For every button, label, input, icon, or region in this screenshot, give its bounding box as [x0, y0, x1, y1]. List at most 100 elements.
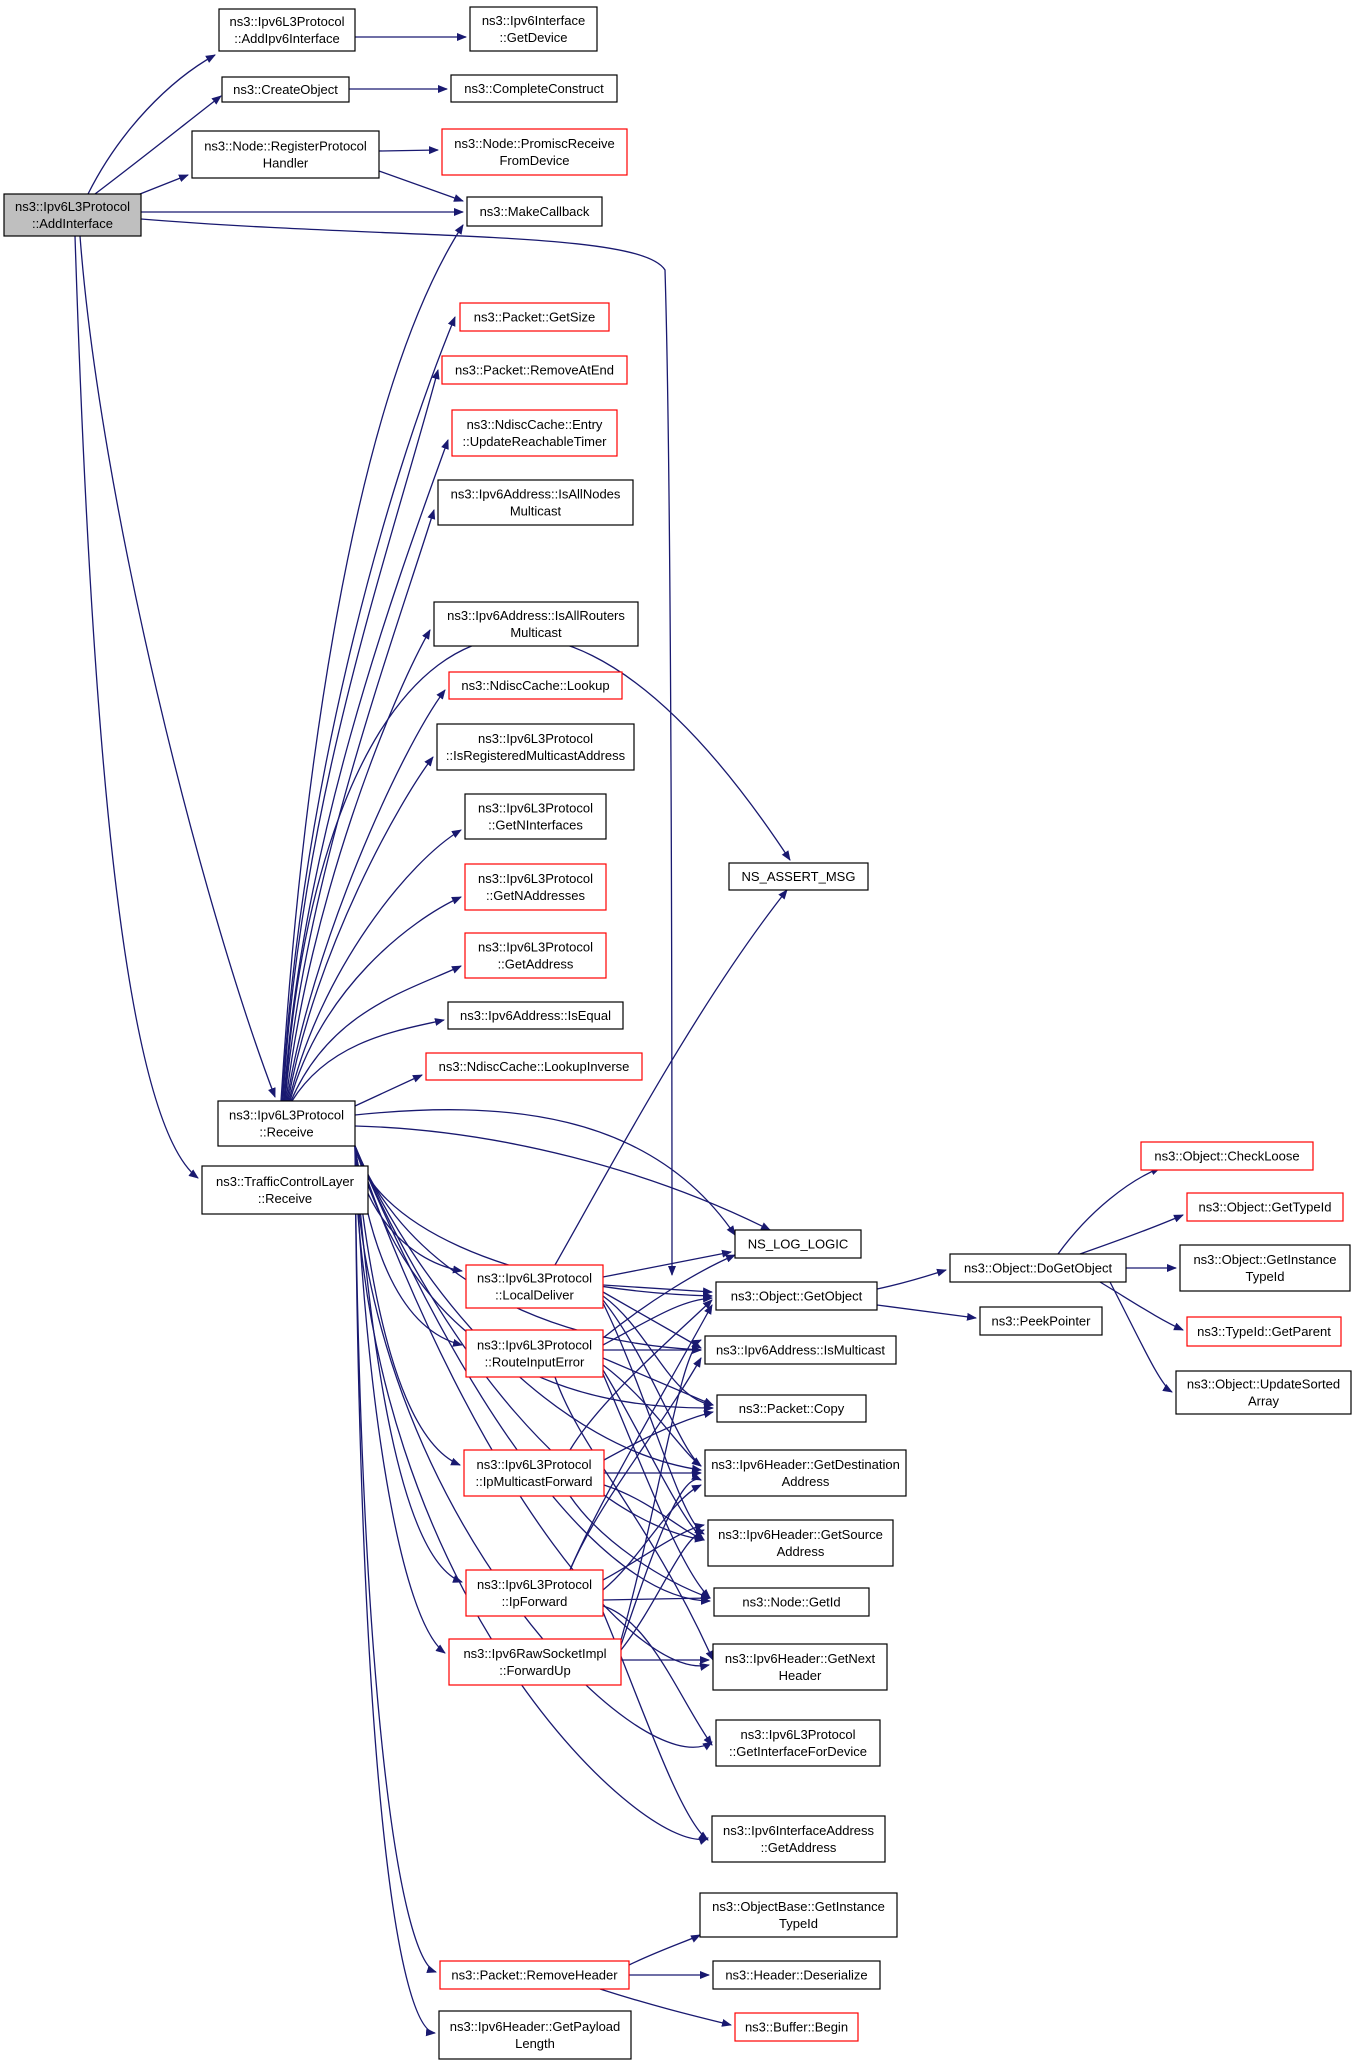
node-label: ns3::Packet::RemoveAtEnd: [455, 363, 614, 378]
call-edge: [354, 1145, 463, 1274]
node-complete-construct[interactable]: ns3::CompleteConstruct: [450, 74, 618, 103]
call-edge: [284, 636, 791, 1102]
node-label: ns3::Packet::Copy: [739, 1401, 845, 1416]
node-label: ::Receive: [259, 1125, 313, 1140]
call-edge: [354, 1145, 463, 1583]
node-is-multicast[interactable]: ns3::Ipv6Address::IsMulticast: [704, 1335, 897, 1365]
node-label: ns3::TypeId::GetParent: [1197, 1324, 1331, 1339]
node-tc-receive[interactable]: ns3::TrafficControlLayer::Receive: [201, 1165, 369, 1215]
node-iface-addr-get-address[interactable]: ns3::Ipv6InterfaceAddress::GetAddress: [711, 1815, 886, 1863]
node-create-object[interactable]: ns3::CreateObject: [221, 76, 350, 103]
node-type-id-get-parent[interactable]: ns3::TypeId::GetParent: [1186, 1316, 1342, 1347]
node-local-deliver[interactable]: ns3::Ipv6L3Protocol::LocalDeliver: [465, 1264, 604, 1309]
node-label: ns3::Ipv6RawSocketImpl: [463, 1646, 606, 1661]
node-frame: [712, 1960, 881, 1990]
node-label: ns3::Ipv6L3Protocol: [741, 1727, 856, 1742]
node-label: ns3::Packet::RemoveHeader: [451, 1968, 618, 1983]
node-get-address[interactable]: ns3::Ipv6L3Protocol::GetAddress: [464, 932, 607, 979]
node-ndisc-lookup[interactable]: ns3::NdiscCache::Lookup: [448, 671, 623, 700]
node-forward-up[interactable]: ns3::Ipv6RawSocketImpl::ForwardUp: [448, 1638, 622, 1686]
call-edge: [628, 1934, 701, 1966]
node-frame: [707, 1519, 894, 1567]
node-get-interface-for-device[interactable]: ns3::Ipv6L3Protocol::GetInterfaceForDevi…: [715, 1719, 881, 1767]
node-is-equal[interactable]: ns3::Ipv6Address::IsEqual: [447, 1001, 624, 1030]
node-get-n-addresses[interactable]: ns3::Ipv6L3Protocol::GetNAddresses: [464, 863, 607, 911]
node-ns-assert-msg[interactable]: NS_ASSERT_MSG: [728, 862, 869, 891]
node-label: ns3::Ipv6L3Protocol: [230, 14, 345, 29]
call-edge: [284, 509, 436, 1102]
node-ip-multicast-forward[interactable]: ns3::Ipv6L3Protocol::IpMulticastForward: [463, 1449, 605, 1497]
node-label: ns3::Packet::GetSize: [474, 310, 595, 325]
call-edge: [602, 1249, 732, 1278]
node-remove-header[interactable]: ns3::Packet::RemoveHeader: [439, 1960, 630, 1990]
call-edge: [602, 1357, 714, 1406]
node-add-ipv6-interface[interactable]: ns3::Ipv6L3Protocol::AddIpv6Interface: [218, 8, 356, 52]
node-label: ns3::ObjectBase::GetInstance: [712, 1899, 885, 1914]
node-ipv6-interface-get-device[interactable]: ns3::Ipv6Interface::GetDevice: [469, 6, 598, 52]
node-is-registered-multicast[interactable]: ns3::Ipv6L3Protocol::IsRegisteredMultica…: [436, 723, 635, 771]
node-label: ns3::Ipv6Address::IsAllRouters: [447, 608, 625, 623]
node-receive[interactable]: ns3::Ipv6L3Protocol::Receive: [217, 1100, 356, 1147]
call-edge: [378, 170, 464, 202]
node-header-deserialize[interactable]: ns3::Header::Deserialize: [712, 1960, 881, 1990]
call-edge: [285, 629, 431, 1102]
node-label: ::Receive: [258, 1191, 312, 1206]
node-frame: [1186, 1192, 1344, 1222]
call-edge: [354, 1145, 705, 1543]
node-label: ns3::Ipv6L3Protocol: [477, 1271, 592, 1286]
node-get-object[interactable]: ns3::Object::GetObject: [715, 1281, 878, 1311]
call-edge: [354, 1109, 736, 1236]
node-lookup-inverse[interactable]: ns3::NdiscCache::LookupInverse: [425, 1052, 643, 1081]
node-update-reachable-timer[interactable]: ns3::NdiscCache::Entry::UpdateReachableT…: [451, 409, 618, 457]
node-label: NS_LOG_LOGIC: [748, 1237, 848, 1252]
node-get-n-interfaces[interactable]: ns3::Ipv6L3Protocol::GetNInterfaces: [464, 793, 607, 840]
node-packet-copy[interactable]: ns3::Packet::Copy: [716, 1394, 867, 1423]
node-check-loose[interactable]: ns3::Object::CheckLoose: [1140, 1141, 1314, 1171]
node-add-interface[interactable]: ns3::Ipv6L3Protocol::AddInterface: [3, 193, 142, 237]
call-edge: [602, 1605, 713, 1746]
node-frame: [466, 196, 603, 227]
node-ns-log-logic[interactable]: NS_LOG_LOGIC: [734, 1229, 862, 1259]
call-nodes: ns3::Ipv6L3Protocol::AddInterfacens3::Ip…: [3, 6, 1352, 2060]
node-frame: [438, 2010, 632, 2060]
call-edge: [282, 369, 440, 1102]
node-route-input-error[interactable]: ns3::Ipv6L3Protocol::RouteInputError: [465, 1329, 604, 1378]
node-do-get-object[interactable]: ns3::Object::DoGetObject: [949, 1253, 1127, 1283]
call-edge: [378, 146, 439, 155]
node-frame: [450, 74, 618, 103]
node-label: Array: [1248, 1394, 1280, 1409]
node-label: ns3::Ipv6L3Protocol: [477, 1577, 592, 1592]
node-label: ns3::Object::CheckLoose: [1154, 1149, 1299, 1164]
node-frame: [463, 1449, 605, 1497]
node-label: ::GetAddress: [761, 1840, 837, 1855]
node-label: ns3::MakeCallback: [480, 204, 590, 219]
node-label: ns3::Ipv6Address::IsMulticast: [716, 1343, 885, 1358]
node-frame: [464, 863, 607, 911]
node-label: ns3::Ipv6L3Protocol: [478, 801, 593, 816]
node-ip-forward[interactable]: ns3::Ipv6L3Protocol::IpForward: [465, 1569, 604, 1617]
node-make-callback[interactable]: ns3::MakeCallback: [466, 196, 603, 227]
call-edge: [602, 1284, 713, 1296]
node-packet-remove-at-end[interactable]: ns3::Packet::RemoveAtEnd: [441, 355, 628, 385]
node-frame: [221, 76, 350, 103]
node-packet-get-size[interactable]: ns3::Packet::GetSize: [459, 302, 610, 332]
node-buffer-begin[interactable]: ns3::Buffer::Begin: [734, 2012, 859, 2042]
call-edge: [1099, 1281, 1184, 1331]
node-node-get-id[interactable]: ns3::Node::GetId: [713, 1587, 870, 1617]
node-label: ns3::Ipv6L3Protocol: [478, 940, 593, 955]
node-peek-pointer[interactable]: ns3::PeekPointer: [979, 1306, 1103, 1336]
call-edge: [287, 756, 434, 1102]
node-object-get-type-id[interactable]: ns3::Object::GetTypeId: [1186, 1192, 1344, 1222]
node-frame: [464, 793, 607, 840]
